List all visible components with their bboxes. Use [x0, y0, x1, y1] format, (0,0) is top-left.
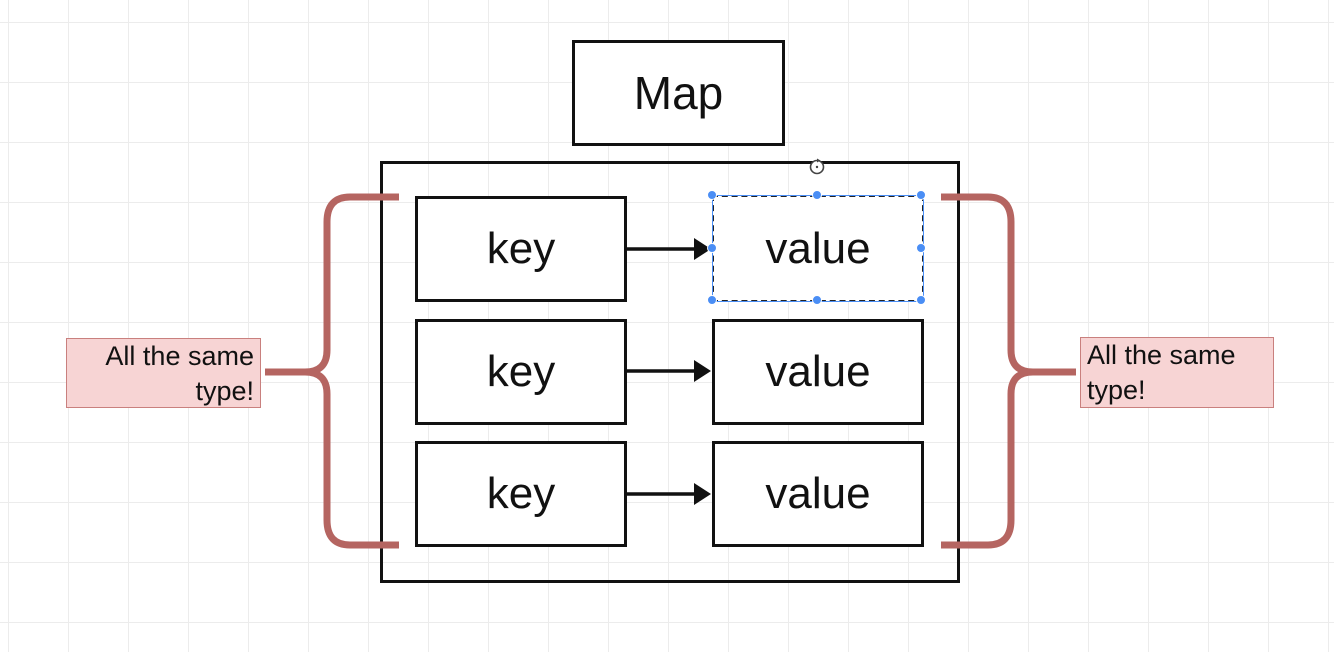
annotation-right[interactable]: All the same type! [1080, 337, 1274, 408]
map-title-label: Map [633, 67, 724, 119]
value-label: value [765, 469, 871, 518]
selection-handle[interactable] [916, 295, 926, 305]
map-title-box[interactable]: Map [572, 40, 785, 146]
key-box[interactable]: key [415, 319, 627, 425]
annotation-left-text: All the same type! [105, 341, 254, 406]
selection-handle[interactable] [812, 295, 822, 305]
key-label: key [486, 469, 556, 518]
key-box[interactable]: key [415, 196, 627, 302]
key-box[interactable]: key [415, 441, 627, 547]
annotation-left[interactable]: All the same type! [66, 338, 261, 408]
selection-handle[interactable] [707, 295, 717, 305]
key-label: key [486, 347, 556, 396]
selection-handle[interactable] [707, 190, 717, 200]
value-label: value [765, 223, 871, 273]
value-box[interactable]: value [712, 441, 924, 547]
selection-handle[interactable] [916, 243, 926, 253]
selection-handle[interactable] [812, 190, 822, 200]
value-label: value [765, 347, 871, 396]
rotate-handle-icon[interactable] [807, 156, 827, 176]
value-box[interactable]: value [712, 319, 924, 425]
annotation-right-text: All the same type! [1087, 340, 1236, 405]
selection-handle[interactable] [916, 190, 926, 200]
key-label: key [486, 224, 556, 273]
right-curly-brace[interactable] [941, 193, 1076, 549]
selection-handle[interactable] [707, 243, 717, 253]
left-curly-brace[interactable] [265, 193, 399, 549]
value-box-selected[interactable]: value [712, 195, 924, 302]
